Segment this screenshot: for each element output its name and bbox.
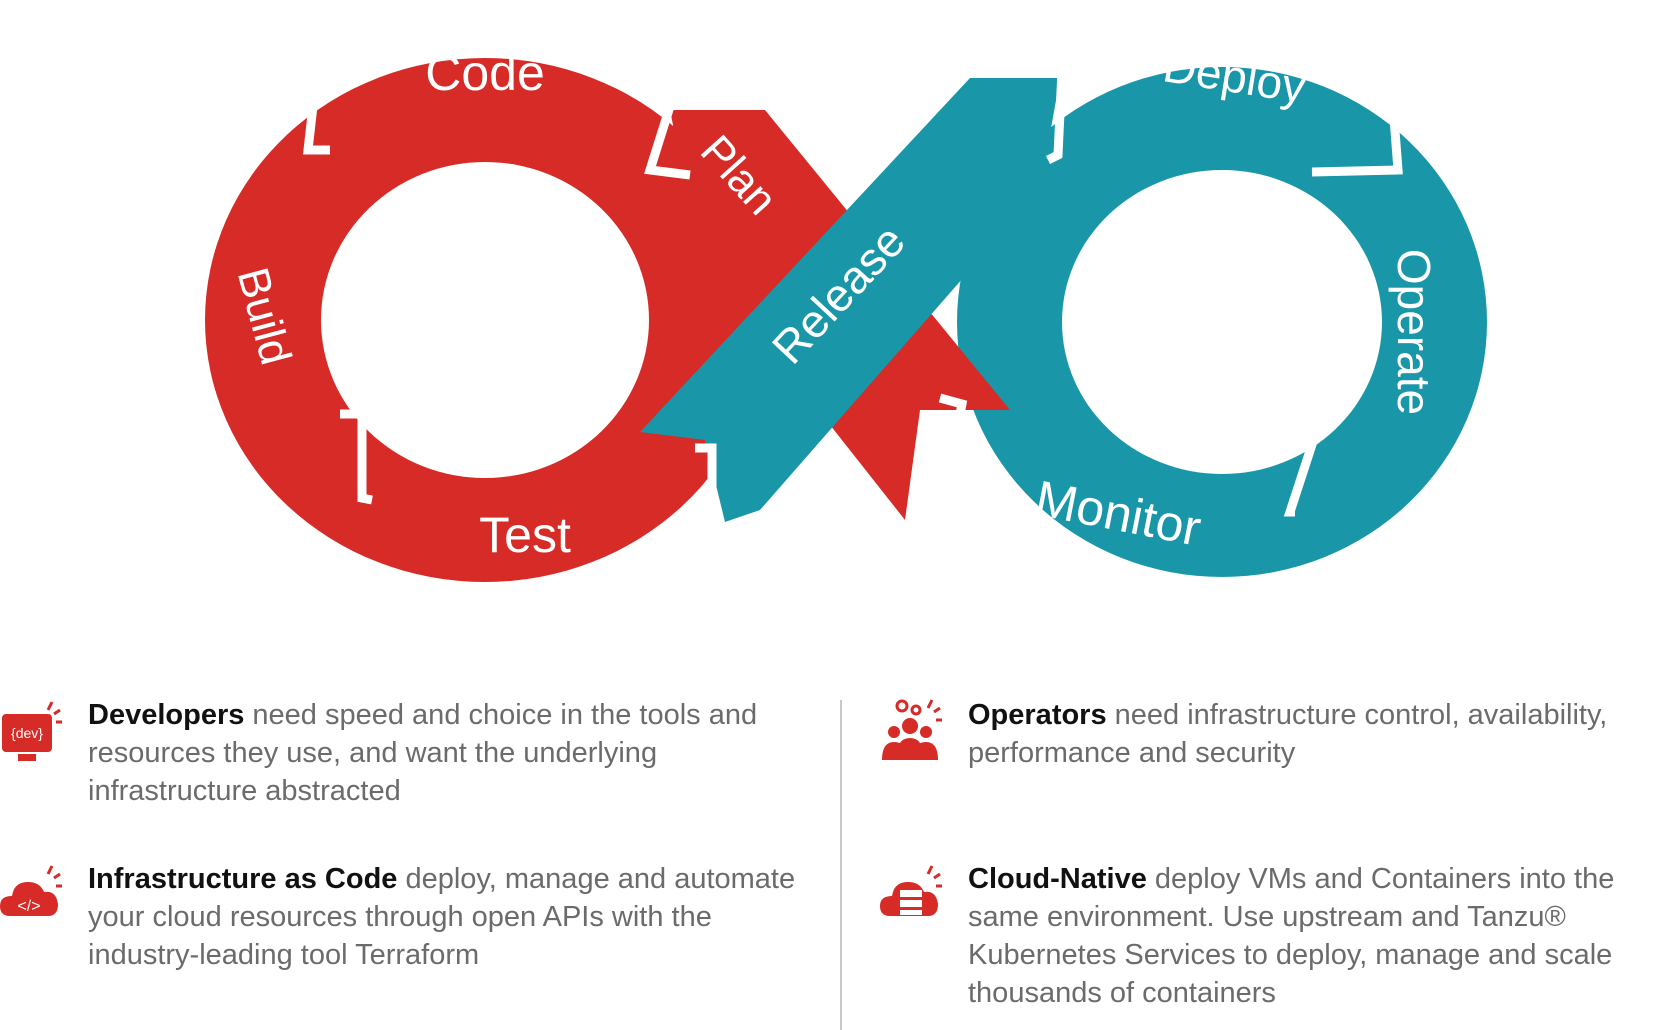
devops-infinity-loop: Code Plan Build Test Release Deploy Oper…	[205, 45, 1487, 582]
developers-title: Developers	[88, 699, 245, 731]
cloud-native-title: Cloud-Native	[968, 863, 1147, 895]
cloud-native-description: Cloud-Native deploy VMs and Containers i…	[968, 860, 1668, 1012]
operators-team-icon	[882, 699, 942, 760]
release-band	[640, 78, 1060, 522]
iac-description: Infrastructure as Code deploy, manage an…	[88, 860, 808, 974]
dev-monitor-icon: {dev}	[2, 701, 62, 761]
iac-title: Infrastructure as Code	[88, 863, 398, 895]
stage-operate: Operate	[1388, 249, 1440, 415]
operators-body: need infrastructure control, availabilit…	[968, 699, 1608, 769]
cloud-native-body: deploy VMs and Containers into the same …	[968, 863, 1615, 1009]
developers-description: Developers need speed and choice in the …	[88, 696, 808, 810]
server-cloud-icon	[880, 865, 942, 916]
iac-body: deploy, manage and automate your cloud r…	[88, 863, 796, 971]
svg-text:</>: </>	[17, 898, 40, 915]
svg-text:{dev}: {dev}	[11, 725, 43, 741]
developers-body: need speed and choice in the tools and r…	[88, 699, 758, 807]
operators-description: Operators need infrastructure control, a…	[968, 696, 1668, 772]
code-cloud-icon: </>	[0, 865, 62, 916]
column-divider	[840, 700, 842, 1030]
segment-separators	[300, 57, 1403, 525]
ops-loop	[957, 67, 1487, 577]
dev-loop	[205, 58, 765, 582]
stage-code: Code	[425, 45, 545, 101]
operators-title: Operators	[968, 699, 1107, 731]
stage-test: Test	[479, 507, 571, 563]
